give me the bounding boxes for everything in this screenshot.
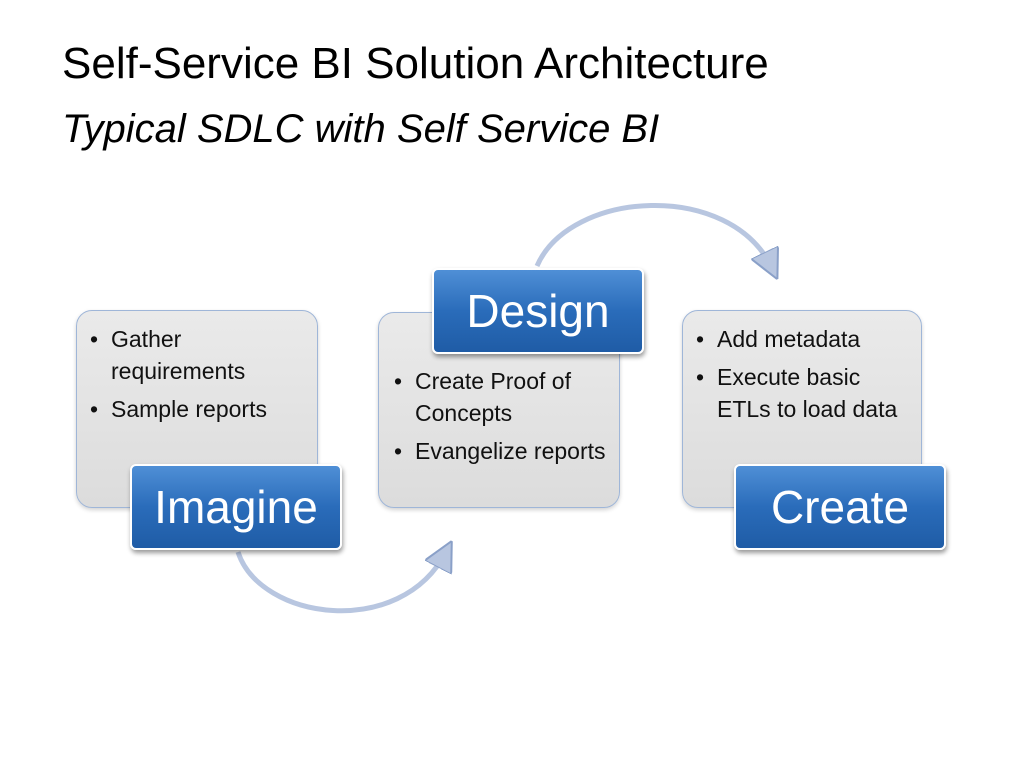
imagine-bullet-list: Gather requirements Sample reports [87,323,309,425]
list-item: Sample reports [87,393,309,425]
slide-title: Self-Service BI Solution Architecture [62,39,769,88]
create-bullet-list: Add metadata Execute basic ETLs to load … [693,323,915,425]
arrow-imagine-to-design [235,552,446,614]
design-bullet-list: Create Proof of Concepts Evangelize repo… [391,365,611,467]
list-item: Execute basic ETLs to load data [693,361,915,425]
stage-create: Create [734,464,946,550]
list-item: Evangelize reports [391,435,611,467]
list-item: Gather requirements [87,323,309,387]
stage-design: Design [432,268,644,354]
list-item: Create Proof of Concepts [391,365,611,429]
arrow-design-to-create [534,203,772,268]
list-item: Add metadata [693,323,915,355]
stage-imagine: Imagine [130,464,342,550]
slide-subtitle: Typical SDLC with Self Service BI [62,107,660,151]
